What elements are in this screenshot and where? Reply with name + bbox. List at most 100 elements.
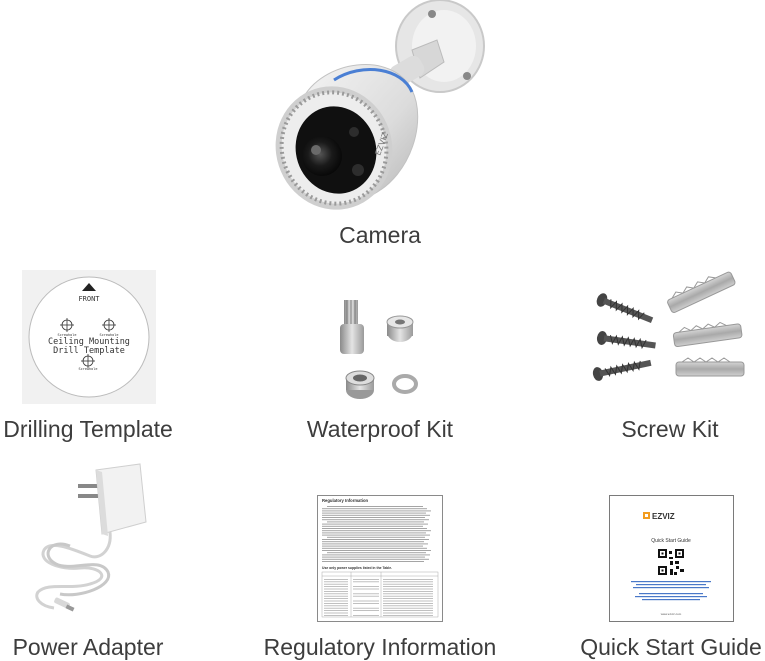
hole-label: Screwhole — [79, 367, 98, 371]
table-text-line — [324, 603, 348, 604]
front-arrow-icon — [82, 283, 96, 291]
fine-print-line — [322, 554, 430, 556]
regulatory-document-image: Regulatory Information Use only power su… — [317, 495, 443, 622]
table-text-line — [353, 579, 379, 580]
wall-anchor — [667, 271, 736, 313]
fine-print-line — [322, 547, 427, 549]
fine-print-line — [322, 556, 425, 558]
screw — [596, 331, 656, 350]
screw — [596, 293, 654, 324]
fine-print-line — [322, 550, 431, 551]
table-text-line — [383, 610, 433, 611]
table-text-line — [383, 598, 433, 599]
table-text-line — [383, 593, 433, 595]
table-text-line — [324, 610, 348, 611]
drilling-template-label: Drilling Template — [3, 416, 173, 442]
table-text-line — [324, 586, 348, 587]
quick-start-guide-label: Quick Start Guide — [580, 634, 762, 660]
table-text-line — [383, 615, 433, 616]
table-text-line — [383, 586, 433, 587]
fine-print-line — [322, 514, 430, 516]
link-text-line — [636, 584, 706, 586]
template-title-line2: Drill Template — [53, 346, 125, 356]
table-text-line — [324, 581, 348, 583]
hole-label: Screwhole — [58, 333, 77, 337]
fine-print-line — [322, 523, 428, 525]
drilling-template-image: FRONT Screwhole Screwhole Screwhole Ceil… — [22, 270, 156, 404]
link-text-line — [639, 593, 703, 595]
fine-print-line — [327, 506, 423, 507]
template-front: FRONT — [78, 295, 100, 303]
fine-print-line — [322, 534, 430, 536]
camera-label: Camera — [339, 222, 421, 248]
qr-code-icon — [658, 549, 684, 575]
table-text-line — [324, 591, 348, 592]
table-text-line — [353, 593, 379, 595]
table-text-line — [324, 593, 348, 595]
table-text-line — [353, 595, 379, 597]
crosshair-icon — [81, 354, 95, 368]
crosshair-icon — [60, 318, 74, 332]
fine-print-line — [322, 545, 423, 547]
screw — [592, 359, 652, 381]
link-text-line — [642, 599, 700, 601]
link-text-line — [633, 587, 709, 589]
table-text-line — [383, 605, 433, 607]
fine-print-line — [322, 543, 428, 545]
fine-print-line — [322, 541, 424, 543]
wall-anchor — [675, 357, 745, 377]
link-text-line — [631, 581, 711, 583]
table-text-line — [353, 588, 379, 590]
table-text-line — [324, 605, 348, 607]
table-text-line — [324, 600, 348, 602]
table-text-line — [324, 615, 348, 616]
fine-print-line — [322, 539, 429, 540]
table-text-line — [383, 579, 433, 580]
fine-print-line — [322, 561, 424, 562]
waterproof-kit-label: Waterproof Kit — [306, 416, 454, 442]
table-text-line — [353, 600, 379, 602]
table-text-line — [324, 598, 348, 599]
quick-start-guide-image: EZVIZ Quick Start Guide www.ezviz.com — [609, 495, 734, 622]
wall-anchor — [672, 321, 743, 348]
table-text-line — [383, 581, 433, 583]
quick-start-title: Quick Start Guide — [651, 538, 691, 544]
table-text-line — [383, 600, 433, 602]
table-text-line — [353, 586, 379, 587]
table-text-line — [353, 581, 379, 583]
fine-print-line — [322, 528, 427, 529]
regulatory-heading: Regulatory Information — [322, 498, 369, 503]
crosshair-icon — [102, 318, 116, 332]
power-adapter-image — [35, 463, 147, 612]
camera-image: EZVIZ — [275, 0, 485, 210]
screw-kit-label: Screw Kit — [621, 416, 719, 442]
table-text-line — [383, 607, 433, 609]
table-text-line — [353, 615, 379, 616]
fine-print-line — [322, 558, 429, 560]
fine-print-line — [322, 525, 423, 527]
fine-print-line — [322, 512, 426, 514]
fine-print-line — [327, 536, 425, 538]
table-text-line — [383, 591, 433, 592]
table-text-line — [324, 583, 348, 585]
fine-print-line — [322, 530, 431, 532]
fine-print-line — [322, 510, 431, 512]
power-adapter-label: Power Adapter — [12, 634, 164, 660]
ezviz-logo-icon — [643, 512, 650, 519]
hole-label: Screwhole — [100, 333, 119, 337]
fine-print-line — [327, 552, 426, 554]
table-text-line — [383, 612, 433, 614]
table-text-line — [353, 607, 379, 609]
table-text-line — [324, 607, 348, 609]
fine-print-line — [327, 521, 424, 523]
quick-start-url: www.ezviz.com — [661, 612, 682, 616]
screw-kit-image — [592, 271, 745, 381]
quick-start-brand: EZVIZ — [652, 512, 675, 521]
regulatory-table — [321, 571, 439, 618]
table-text-line — [383, 603, 433, 604]
link-text-line — [635, 596, 707, 598]
fine-print-line — [322, 508, 427, 510]
fine-print-line — [322, 517, 425, 518]
fine-print-line — [322, 532, 426, 534]
regulatory-table-heading: Use only power supplies listed in the Ta… — [322, 566, 392, 570]
